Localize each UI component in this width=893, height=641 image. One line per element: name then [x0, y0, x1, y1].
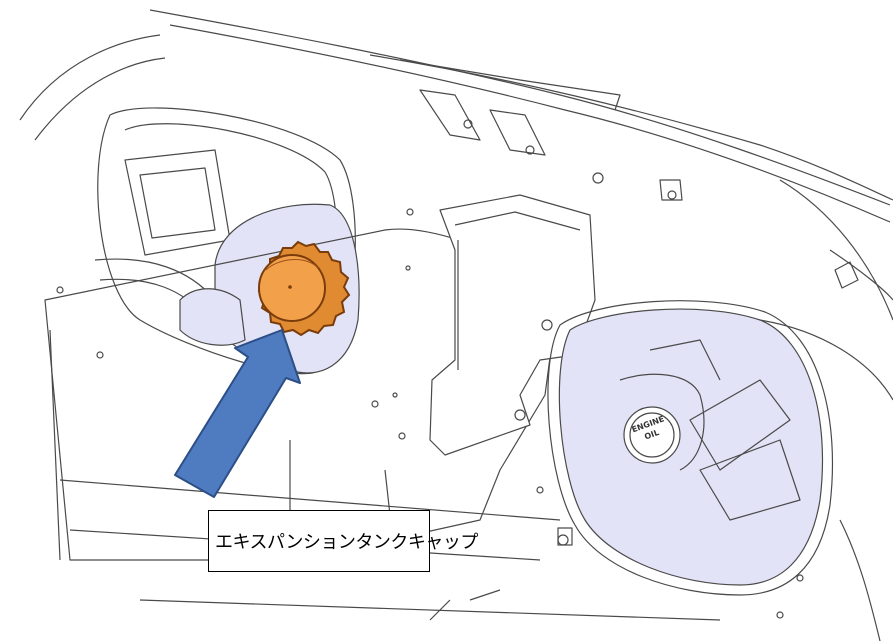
bolt [56, 286, 64, 294]
callout-label: エキスパンションタンクキャップ [215, 532, 478, 553]
right-opening-highlight [558, 308, 824, 586]
bolt [667, 190, 677, 200]
small-bracket [834, 261, 859, 289]
bolt [371, 400, 379, 408]
oil-cap [623, 406, 681, 464]
fender-curve-3 [839, 519, 881, 641]
fuse-box-inner [454, 211, 581, 231]
bolt [592, 172, 604, 184]
bumper-slot [469, 589, 501, 601]
bolt [776, 611, 784, 619]
bolt [514, 409, 526, 421]
bumper-line [59, 479, 561, 521]
bolt [405, 265, 411, 271]
center-panel-lower-edge [49, 329, 61, 561]
engine-part [619, 373, 705, 471]
bolt [541, 319, 553, 331]
hood-edge-line [149, 9, 891, 206]
bolt [796, 574, 804, 582]
bolt [406, 208, 414, 216]
upper-fender-line [369, 54, 893, 201]
bumper-line-3 [139, 599, 721, 621]
bolt [536, 486, 544, 494]
callout-box: エキスパンションタンクキャップ [208, 510, 478, 572]
oil-cap-ring [629, 412, 675, 458]
vent-frame [399, 59, 621, 111]
bumper-slot-2 [429, 599, 451, 621]
upper-left-arc [19, 34, 161, 121]
expansion-tank-cap [257, 240, 351, 337]
bolt [463, 119, 473, 129]
right-opening-outline [547, 300, 834, 596]
vent-slot-2 [489, 109, 546, 156]
bracket-small [557, 527, 573, 546]
fender-curve-2 [759, 319, 893, 401]
engine-part-2 [689, 379, 791, 471]
vent-slot [419, 89, 481, 141]
pointer-arrow [174, 329, 301, 498]
bolt [557, 534, 569, 546]
fender-curve [779, 179, 893, 321]
bolt [392, 392, 398, 398]
bolt [96, 351, 104, 359]
upper-left-arc-2 [34, 57, 166, 141]
headlight-edge [829, 249, 893, 301]
engine-part-4 [649, 339, 721, 381]
engine-part-3 [699, 439, 801, 521]
reservoir-box-2 [139, 167, 216, 239]
fuse-box [429, 194, 596, 456]
hood-edge-line-2 [169, 24, 891, 223]
reservoir-box [124, 149, 231, 256]
small-bracket-2 [659, 179, 683, 201]
tank-neck [179, 288, 246, 346]
bolt [525, 145, 535, 155]
bolt [398, 432, 406, 440]
